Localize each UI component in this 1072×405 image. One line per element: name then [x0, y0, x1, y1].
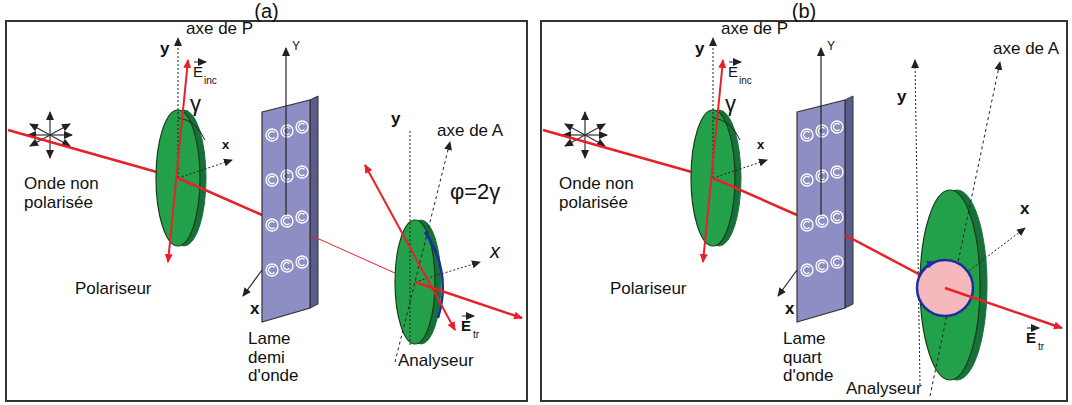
- field-label: E: [461, 318, 471, 335]
- axis-label: x: [757, 138, 764, 152]
- axis-label: x: [785, 300, 794, 319]
- field-label: E: [728, 64, 738, 81]
- angle-label: φ=2γ: [450, 180, 500, 204]
- part-label: Onde non polarisée: [559, 175, 655, 212]
- axis-label: axe de A: [993, 40, 1059, 59]
- angle-label: γ: [725, 92, 736, 116]
- axis-label: x: [490, 240, 500, 262]
- angle-label: γ: [190, 92, 201, 116]
- part-label: Onde non polarisée: [24, 175, 120, 212]
- field-label: inc: [204, 75, 217, 86]
- axis-label: Y: [827, 40, 835, 53]
- axis-label: y: [160, 40, 169, 59]
- axis-label: Y: [292, 40, 300, 53]
- field-label: inc: [739, 75, 752, 86]
- axis-label: x: [1020, 200, 1029, 219]
- part-label: Analyseur: [398, 352, 474, 371]
- axis-label: y: [695, 40, 704, 59]
- panel-title: (a): [7, 0, 526, 23]
- axis-label: x: [222, 138, 229, 152]
- part-label: Polariseur: [75, 280, 152, 299]
- axis-label: x: [250, 300, 259, 319]
- axis-label: axe de P: [721, 20, 788, 39]
- axis-label: axe de P: [186, 20, 253, 39]
- field-label: E: [1026, 330, 1036, 347]
- part-label: Lame demi d'onde: [248, 330, 332, 386]
- axis-label: axe de A: [437, 122, 503, 141]
- part-label: Polariseur: [610, 280, 687, 299]
- axis-label: y: [897, 88, 906, 107]
- field-label: E: [193, 64, 203, 81]
- axis-label: y: [391, 110, 400, 129]
- part-label: Lame quart d'onde: [783, 330, 867, 386]
- panel-title: (b): [542, 0, 1066, 23]
- part-label: Analyseur: [846, 380, 922, 399]
- field-label: tr: [1038, 341, 1044, 352]
- field-label: tr: [473, 329, 479, 340]
